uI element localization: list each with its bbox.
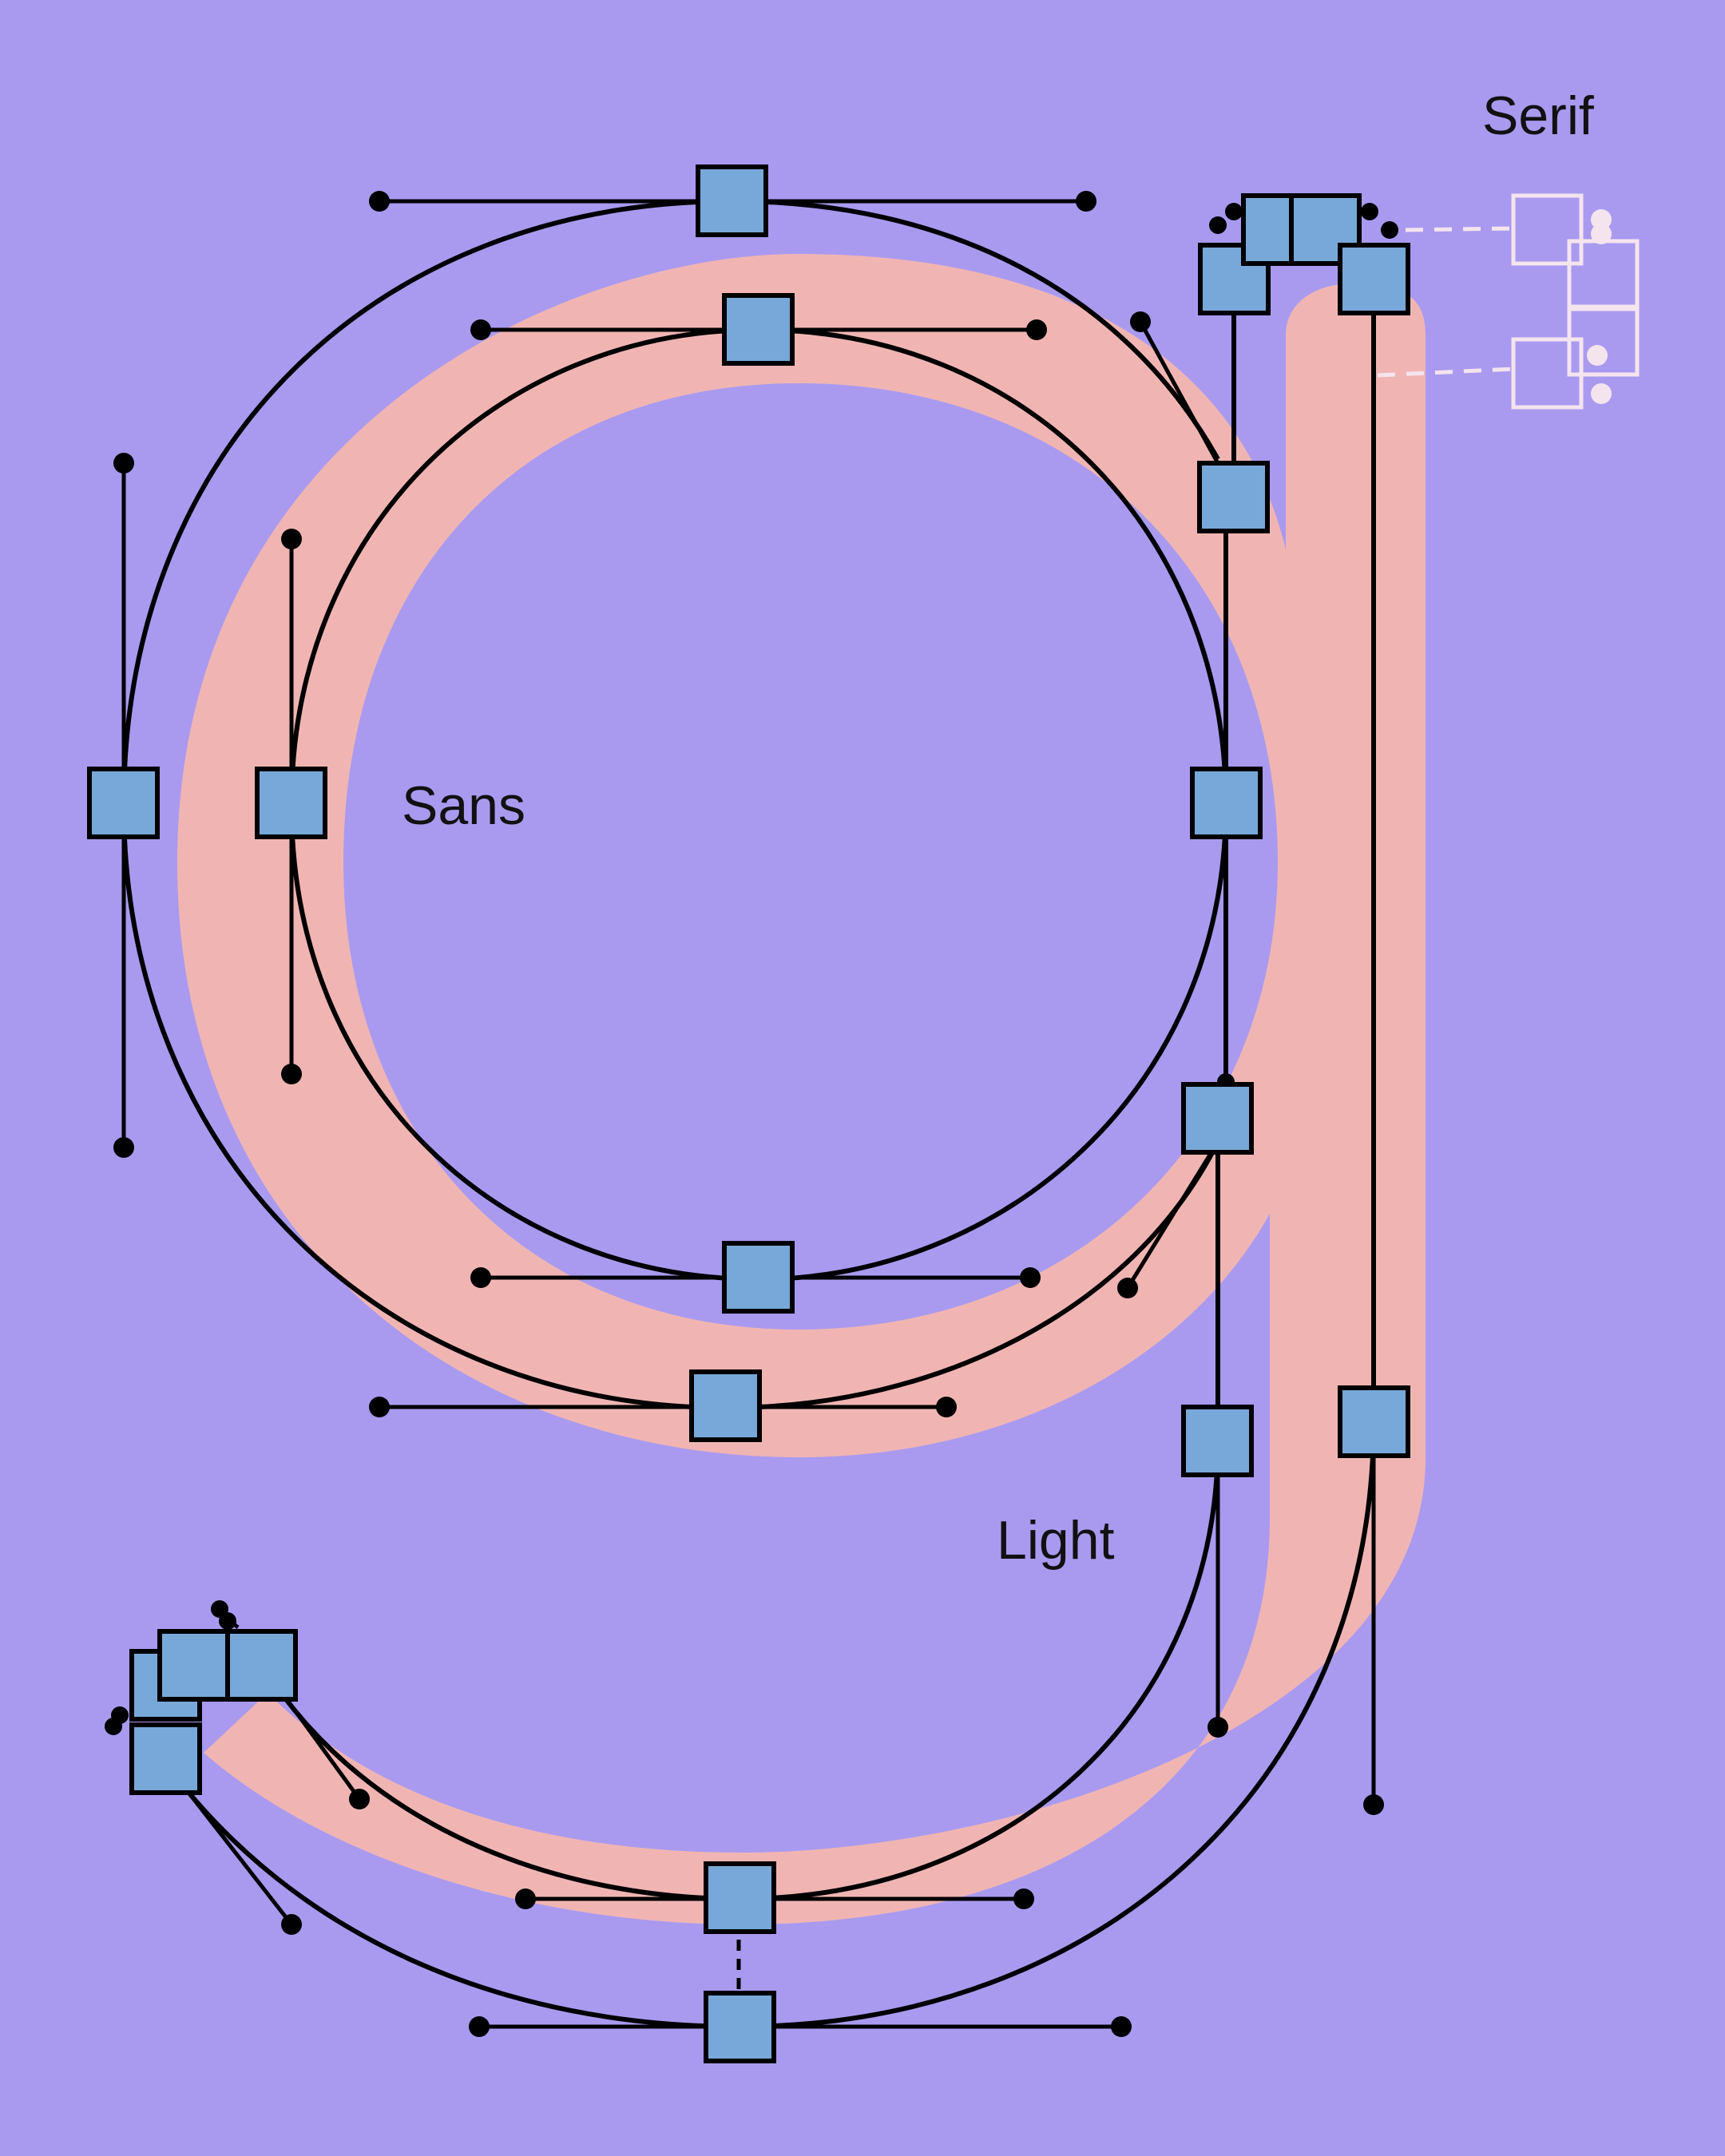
- glyph-fill-shape: [177, 254, 1426, 1924]
- light-label: Light: [997, 1510, 1115, 1571]
- sans-label: Sans: [402, 775, 525, 836]
- serif-label: Serif: [1482, 85, 1594, 146]
- ghost-serif: [1377, 193, 1640, 410]
- handle-endpoints: [105, 191, 1398, 2037]
- anchor-nodes: [87, 164, 1410, 2063]
